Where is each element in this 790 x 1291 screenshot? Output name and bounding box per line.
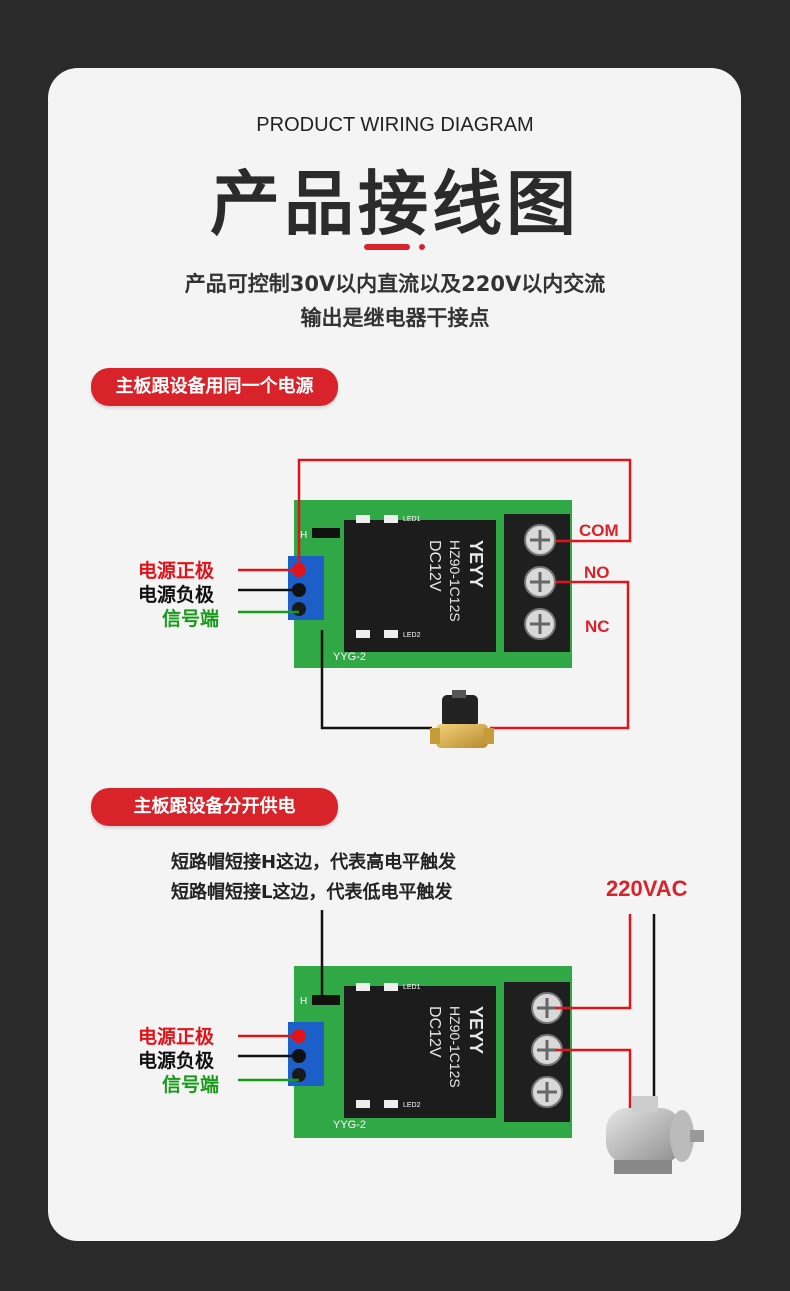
svg-text:YYG-2: YYG-2 — [333, 1119, 366, 1131]
electric-motor — [606, 1096, 704, 1174]
page-title: 产品接线图 — [210, 163, 580, 245]
terminal-com: COM — [579, 521, 619, 540]
terminal-nc: NC — [585, 617, 610, 636]
svg-text:LED2: LED2 — [403, 632, 421, 639]
section1-pill: 主板跟设备用同一个电源 — [91, 368, 338, 406]
svg-text:H: H — [300, 530, 307, 541]
jumper-note-high: 短路帽短接H这边，代表高电平触发 — [171, 852, 457, 873]
section2-wires — [238, 910, 656, 1118]
label-signal-2: 信号端 — [162, 1074, 220, 1096]
solenoid-valve — [430, 690, 494, 748]
svg-text:DC12V: DC12V — [426, 540, 443, 592]
svg-text:HZ90-1C12S: HZ90-1C12S — [447, 1006, 463, 1088]
title-underline — [364, 244, 410, 250]
relay-2 — [344, 986, 496, 1118]
description-line-1: 产品可控制30V以内直流以及220V以内交流 — [184, 272, 606, 296]
terminal-no: NO — [584, 563, 610, 582]
title-dot — [419, 244, 425, 250]
svg-text:H: H — [300, 996, 307, 1007]
voltage-label: 220VAC — [606, 876, 688, 901]
label-positive-1: 电源正极 — [138, 560, 215, 582]
svg-text:YEYY: YEYY — [466, 1006, 486, 1054]
section1-wires — [238, 458, 632, 730]
relay-board-2: YYG-2 H LED1 LED2 YEYY HZ90-1C12S DC12V — [288, 966, 572, 1138]
svg-text:YEYY: YEYY — [466, 540, 486, 588]
svg-text:LED2: LED2 — [403, 1102, 421, 1109]
svg-text:DC12V: DC12V — [426, 1006, 443, 1058]
english-title: PRODUCT WIRING DIAGRAM — [256, 114, 534, 136]
svg-text:HZ90-1C12S: HZ90-1C12S — [447, 540, 463, 622]
label-positive-2: 电源正极 — [138, 1026, 215, 1048]
label-negative-2: 电源负极 — [138, 1050, 215, 1072]
label-negative-1: 电源负极 — [138, 584, 215, 606]
svg-text:YYG-2: YYG-2 — [333, 651, 366, 663]
section2-pill: 主板跟设备分开供电 — [91, 788, 338, 826]
label-signal-1: 信号端 — [162, 608, 220, 630]
svg-text:LED1: LED1 — [403, 516, 421, 523]
jumper-note-low: 短路帽短接L这边，代表低电平触发 — [171, 882, 453, 903]
svg-text:LED1: LED1 — [403, 984, 421, 991]
relay-board-1: YYG-2 H LED1 LED2 YEYY HZ90-1C12S DC12V — [288, 500, 572, 668]
description-line-2: 输出是继电器干接点 — [300, 306, 490, 330]
